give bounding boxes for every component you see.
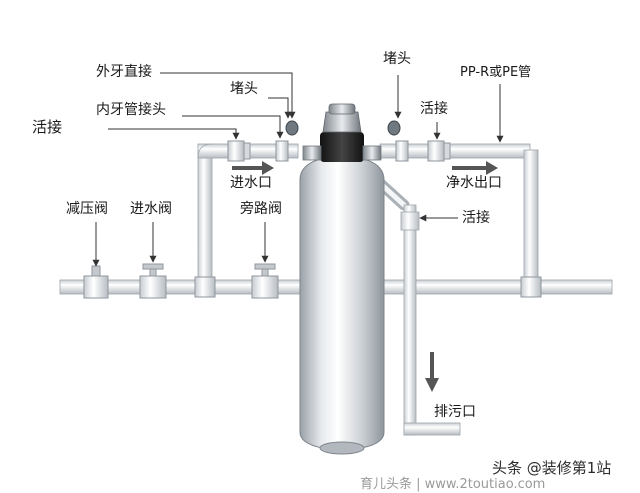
external-thread-connector-label: 外牙直接 [96,64,152,80]
plug-left-part [285,120,299,136]
union-right-label: 活接 [462,210,490,226]
plug-left-label: 堵头 [230,81,258,97]
control-valve-head [302,103,382,162]
internal-thread-connector-label: 内牙管接头 [96,102,166,118]
drain-flow-arrow [425,352,439,392]
junction-fittings [194,276,542,298]
inlet-flow-arrow [232,161,274,175]
pressure-reducing-valve-part [83,265,109,299]
leader-lines [92,72,504,267]
softener-tank [299,155,385,455]
plug-right-part [387,120,401,136]
pressure-reducing-valve-label: 减压阀 [66,201,108,217]
inlet-valve-part [139,263,167,299]
site-watermark: 育儿头条 | www.2toutiao.com [360,477,546,492]
water-inlet-label: 进水口 [230,175,272,191]
union-fittings [227,140,451,162]
drain-outlet-label: 排污口 [434,404,476,420]
pipe-material-label: PP-R或PE管 [460,65,532,80]
outlet-pipe [379,143,539,286]
bypass-valve-label: 旁路阀 [240,201,282,217]
union-top-right-label: 活接 [420,101,448,117]
clean-water-outlet-label: 净水出口 [446,175,502,191]
inlet-valve-label: 进水阀 [130,201,172,217]
source-watermark: 头条 @装修第1站 [492,459,612,477]
outlet-flow-arrow [452,161,498,175]
plug-right-label: 堵头 [383,51,411,67]
bypass-valve-part [251,263,279,299]
union-left-label: 活接 [32,118,63,136]
